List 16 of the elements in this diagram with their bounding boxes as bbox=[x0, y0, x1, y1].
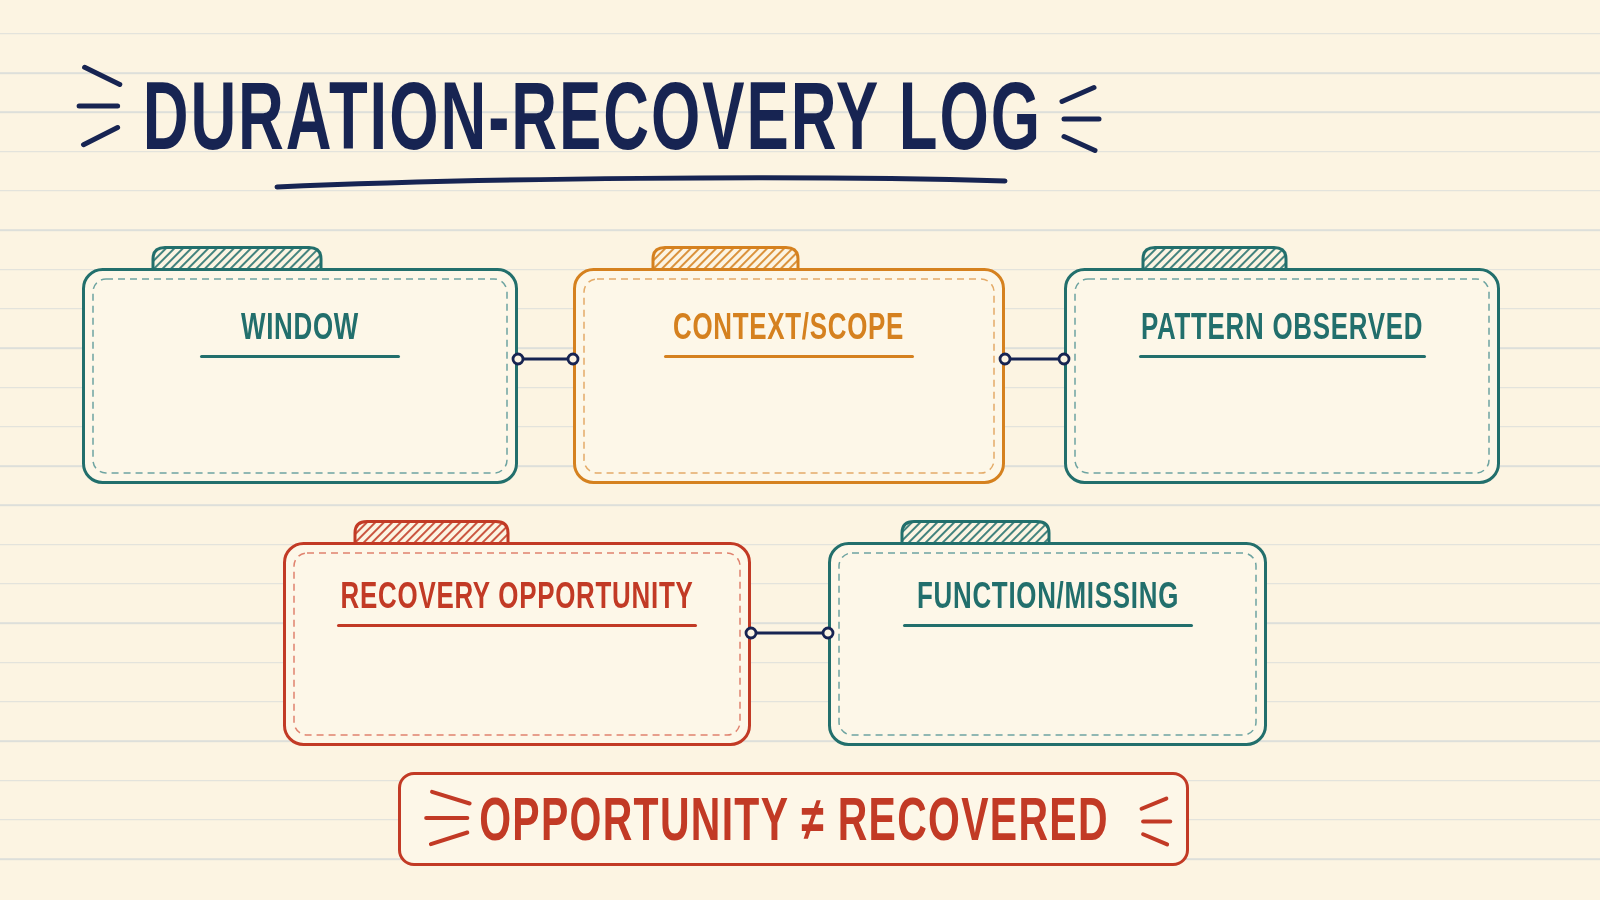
folder-card bbox=[1064, 246, 1500, 484]
card-heading: WINDOW bbox=[240, 305, 360, 349]
folder-card bbox=[828, 520, 1267, 746]
card-heading: CONTEXT/SCOPE bbox=[673, 305, 905, 349]
callout-banner bbox=[398, 772, 1189, 866]
card-heading: FUNCTION/MISSING bbox=[916, 574, 1179, 618]
banner-text: OPPORTUNITY ≠ RECOVERED bbox=[478, 784, 1109, 854]
folder-card bbox=[573, 246, 1005, 484]
card-heading: PATTERN OBSERVED bbox=[1140, 305, 1424, 349]
connector-line bbox=[744, 626, 835, 640]
folder-card bbox=[283, 520, 751, 746]
title-text: DURATION-RECOVERY LOG bbox=[142, 66, 1042, 166]
connector-line bbox=[511, 352, 580, 366]
folder-card bbox=[82, 246, 518, 484]
connector-line bbox=[998, 352, 1071, 366]
card-heading: RECOVERY OPPORTUNITY bbox=[340, 574, 694, 618]
